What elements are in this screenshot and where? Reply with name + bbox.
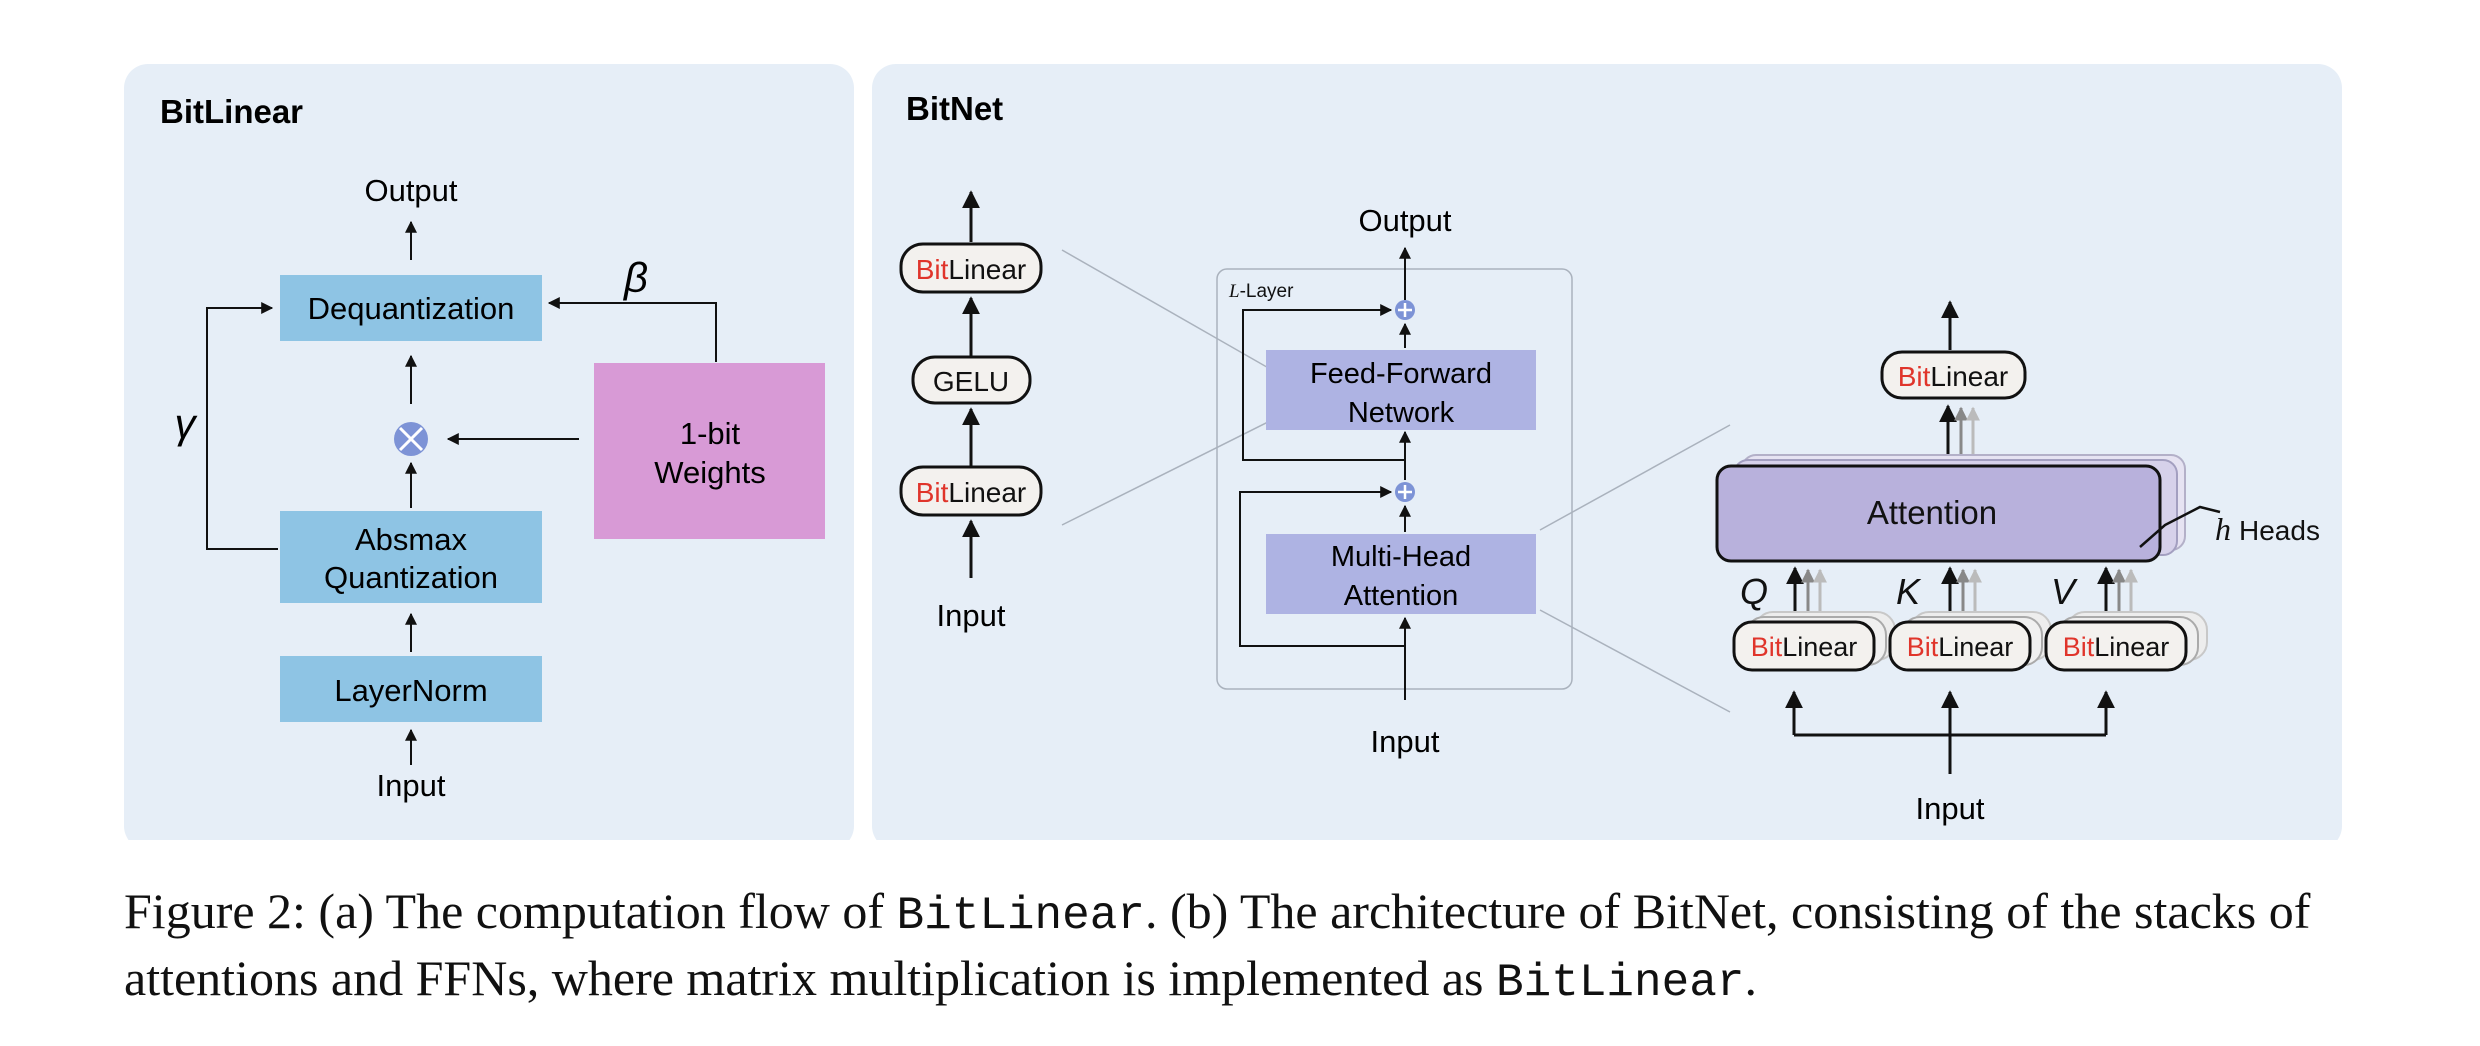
beta-symbol: β	[622, 254, 648, 301]
mha-label-line2: Attention	[1344, 580, 1458, 612]
q-bitlinear-pill	[1732, 620, 1876, 672]
v-label: V	[2051, 571, 2078, 612]
k-bitlinear-label: BitLinear	[1907, 632, 2014, 662]
layernorm-label: LayerNorm	[334, 673, 487, 708]
dequantization-box	[280, 275, 542, 341]
bitlinear-input-label: Input	[377, 768, 446, 803]
bitlinear-title: BitLinear	[160, 93, 303, 130]
attention-box	[1715, 464, 2162, 563]
k-bitlinear-pill	[1888, 620, 2032, 672]
ffn-stack-input-label: Input	[937, 598, 1006, 633]
bitlinear-pill-bottom	[899, 465, 1043, 517]
caption-code-bitlinear: BitLinear	[896, 890, 1145, 942]
bitnet-panel: BitNet BitLinear GELU BitLinear Input Ou…	[872, 64, 2342, 840]
layer-output-label: Output	[1358, 203, 1451, 238]
one-bit-weights-box	[594, 363, 825, 539]
attention-bitlinear-pill	[1880, 350, 2027, 400]
attention-label: Attention	[1867, 494, 1997, 531]
l-layer-label: L-Layer	[1228, 281, 1294, 302]
absmax-quantization-box	[280, 511, 542, 603]
architecture-diagram: BitLinear Output Dequantization Absmax Q…	[124, 64, 2342, 840]
circle-plus-icon	[1395, 482, 1415, 502]
caption-part-2: . (b) The architecture of BitNet, consis…	[124, 883, 2311, 1006]
ffn-box	[1266, 350, 1536, 430]
layer-block: Output L-Layer Feed-Forward Network	[1216, 203, 1573, 759]
bitlinear-pill-top	[899, 242, 1043, 294]
ffn-label-line2: Network	[1348, 397, 1455, 429]
caption-part-1: Figure 2: (a) The computation flow of	[124, 883, 897, 939]
bitlinear-output-label: Output	[364, 173, 457, 208]
mha-label-line1: Multi-Head	[1331, 541, 1471, 573]
bitnet-panel-bg	[872, 64, 2342, 840]
bitlinear-panel-bg	[124, 64, 854, 840]
ffn-stack: BitLinear GELU BitLinear Input	[899, 190, 1043, 633]
absmax-label-line1: Absmax	[355, 522, 467, 557]
l-layer-frame	[1216, 268, 1573, 690]
absmax-label-line2: Quantization	[324, 560, 498, 595]
ffn-label-line1: Feed-Forward	[1310, 358, 1492, 390]
caption-part-3: .	[1744, 950, 1757, 1006]
bitlinear-pill-bottom-label: BitLinear	[916, 477, 1027, 508]
weights-label-line2: Weights	[654, 455, 765, 490]
attention-bitlinear-label: BitLinear	[1898, 361, 2009, 392]
k-label: K	[1896, 571, 1922, 612]
weights-label-line1: 1-bit	[680, 416, 741, 451]
figure-caption: Figure 2: (a) The computation flow of Bi…	[124, 880, 2364, 1014]
v-bitlinear-pill	[2044, 620, 2188, 672]
circle-plus-icon	[1395, 300, 1415, 320]
gelu-pill	[911, 355, 1032, 405]
v-bitlinear-label: BitLinear	[2063, 632, 2170, 662]
bitlinear-panel: BitLinear Output Dequantization Absmax Q…	[124, 64, 854, 840]
dequantization-label: Dequantization	[308, 291, 515, 326]
layernorm-box	[280, 656, 542, 722]
caption-code-bitlinear: BitLinear	[1496, 957, 1745, 1009]
circle-times-icon	[394, 422, 428, 456]
attention-input-label: Input	[1916, 791, 1985, 826]
q-label: Q	[1740, 571, 1768, 612]
gamma-symbol: γ	[175, 400, 198, 447]
layer-input-label: Input	[1371, 724, 1440, 759]
bitnet-title: BitNet	[906, 90, 1003, 127]
q-bitlinear-label: BitLinear	[1751, 632, 1858, 662]
mha-box	[1266, 534, 1536, 614]
gelu-label: GELU	[933, 366, 1009, 397]
bitlinear-pill-top-label: BitLinear	[916, 254, 1027, 285]
